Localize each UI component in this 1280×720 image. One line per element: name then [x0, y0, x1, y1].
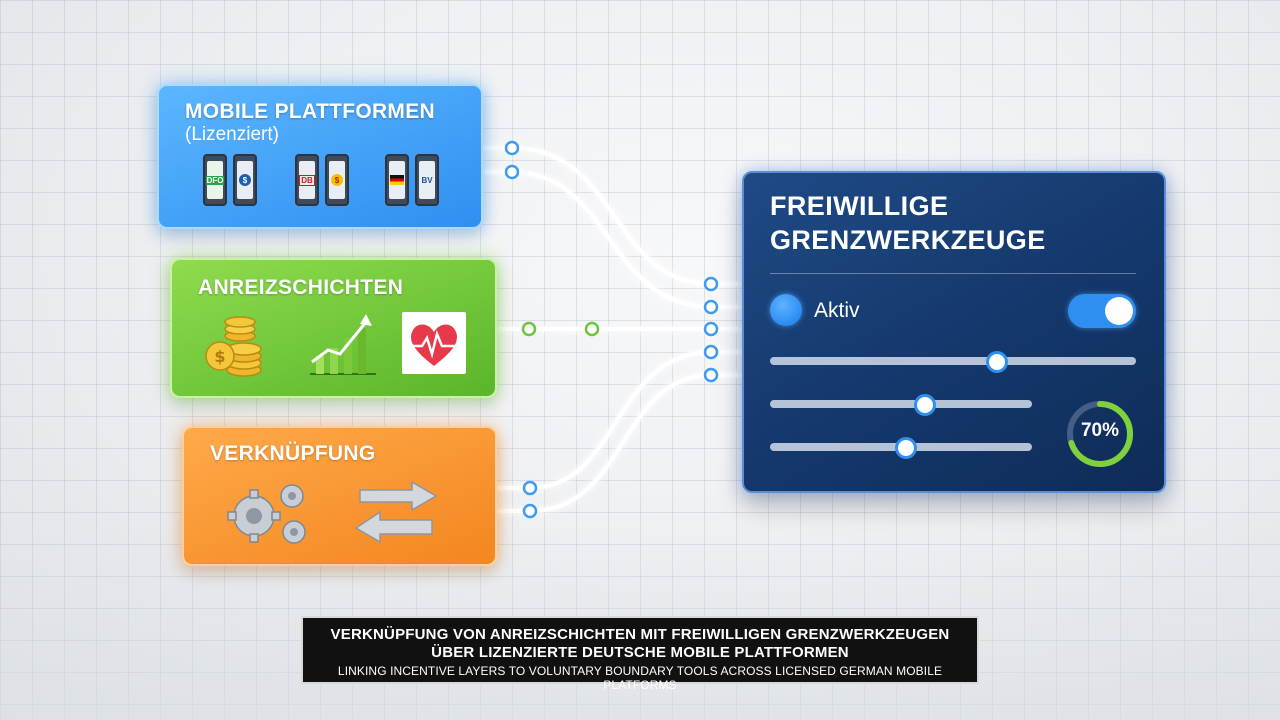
phone-icon: DFO — [203, 154, 227, 206]
connector-mobile-2 — [481, 170, 744, 309]
caption-line-3: LINKING INCENTIVE LAYERS TO VOLUNTARY BO… — [337, 664, 943, 692]
aktiv-radio[interactable] — [770, 294, 802, 326]
limit-slider-3[interactable] — [770, 437, 1032, 459]
limit-slider-2[interactable] — [770, 394, 1032, 416]
heart-monitor-icon — [402, 312, 466, 374]
connector-node — [522, 503, 538, 519]
panel-divider — [770, 273, 1136, 274]
connector-node — [504, 164, 520, 180]
caption-line-1: VERKNÜPFUNG VON ANREIZSCHICHTEN MIT FREI… — [330, 626, 950, 643]
connector-node — [703, 299, 719, 315]
slider-thumb[interactable] — [985, 351, 1008, 373]
aktiv-label: Aktiv — [814, 299, 860, 322]
card-title: ANREIZSCHICHTEN — [198, 276, 404, 299]
svg-text:$: $ — [214, 347, 225, 366]
german-flag-icon — [390, 175, 404, 185]
connector-node — [504, 140, 520, 156]
slider-thumb[interactable] — [895, 437, 918, 459]
caption-box: VERKNÜPFUNG VON ANREIZSCHICHTEN MIT FREI… — [301, 616, 979, 692]
toggle-knob[interactable] — [1105, 297, 1133, 325]
card-linking: VERKNÜPFUNG — [182, 426, 497, 566]
boundary-tools-panel: FREIWILLIGE GRENZWERKZEUGE Aktiv 70% — [742, 171, 1166, 493]
panel-title-line1: FREIWILLIGE — [770, 191, 949, 221]
connector-node — [703, 344, 719, 360]
caption-line-2: ÜBER LIZENZIERTE DEUTSCHE MOBILE PLATTFO… — [431, 644, 849, 661]
card-incentive-layers: ANREIZSCHICHTEN $ — [170, 258, 497, 398]
growth-chart-icon — [310, 314, 376, 375]
progress-ring — [1067, 401, 1133, 467]
phone-icon: DB — [295, 154, 319, 206]
connector-node — [703, 276, 719, 292]
card-title: MOBILE PLATTFORMEN — [185, 100, 435, 123]
connector-node — [703, 321, 719, 337]
connector-link-2 — [495, 373, 744, 513]
progress-label: 70% — [1080, 420, 1120, 441]
slider-thumb[interactable] — [913, 394, 936, 416]
phone-icon: BV — [415, 154, 439, 206]
connector-node — [521, 321, 537, 337]
aktiv-toggle[interactable] — [1068, 294, 1136, 328]
connector-link-1 — [495, 350, 744, 490]
exchange-arrows-icon — [354, 480, 438, 544]
card-title: VERKNÜPFUNG — [210, 442, 376, 465]
card-subtitle: (Lizenziert) — [185, 124, 279, 145]
connector-node — [703, 367, 719, 383]
limit-slider-1[interactable] — [770, 351, 1136, 373]
connector-mobile-1 — [481, 146, 744, 286]
coins-icon: $ — [205, 316, 262, 377]
connector-node — [584, 321, 600, 337]
card-mobile-platforms: MOBILE PLATTFORMEN (Lizenziert) DFO $ DB… — [157, 84, 483, 229]
phone-icon: $ — [233, 154, 257, 206]
gears-icon — [227, 484, 306, 544]
phone-icon: $ — [325, 154, 349, 206]
panel-title-line2: GRENZWERKZEUGE — [770, 225, 1046, 255]
connector-node — [522, 480, 538, 496]
phone-icon — [385, 154, 409, 206]
